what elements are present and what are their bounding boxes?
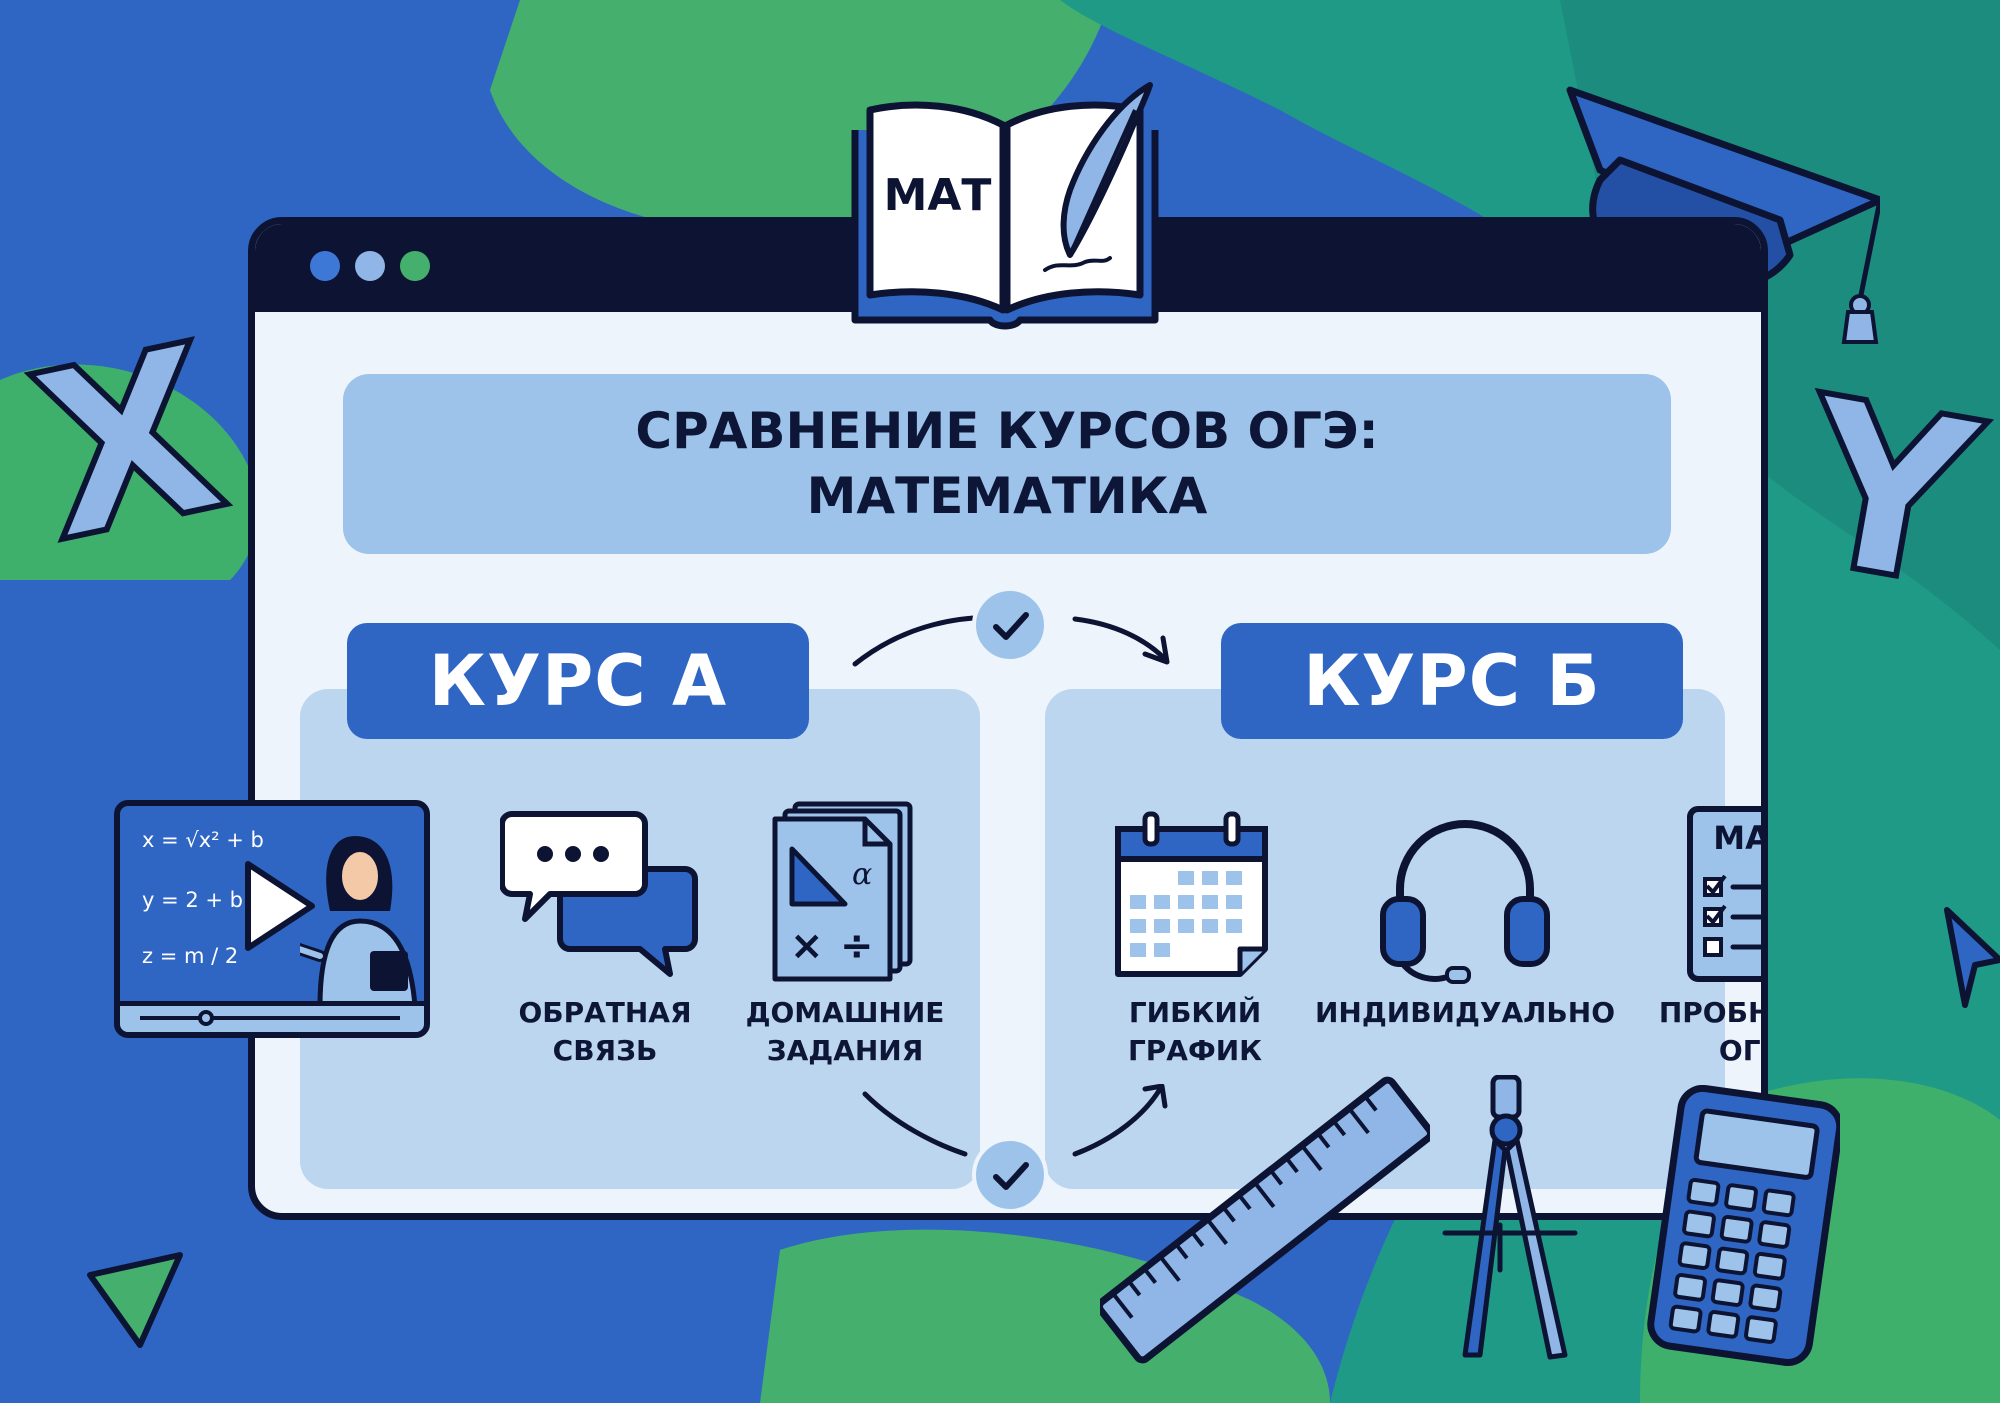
teacher-icon [300, 836, 418, 1006]
top-check-icon [972, 587, 1048, 663]
book-label: МАТ [883, 170, 992, 221]
feature-label-mock-exams: ПРОБНИКИ ОГЭ [1658, 996, 1761, 1067]
svg-text:×: × [790, 923, 824, 969]
headphones-icon [1380, 820, 1550, 984]
feature-label-homework: ДОМАШНИЕ ЗАДАНИЯ [745, 996, 945, 1067]
calendar-icon [1115, 811, 1268, 977]
play-icon[interactable] [240, 856, 320, 956]
test-sheet-icon [1687, 806, 1761, 982]
course-b-tab[interactable]: КУРС Б [1221, 623, 1683, 739]
video-formula-3: z = m / 2 [142, 944, 239, 968]
video-lesson-card[interactable]: x = √x² + b y = 2 + b / 2 z = m / 2 [114, 800, 430, 1038]
ruler-icon [1100, 1076, 1430, 1364]
compass-icon [1442, 1075, 1578, 1360]
video-scrubber[interactable] [198, 1010, 214, 1026]
feature-label-flexible-schedule: ГИБКИЙ ГРАФИК [1127, 996, 1263, 1067]
feature-label-feedback: ОБРАТНАЯ СВЯЗЬ [518, 996, 692, 1067]
triangle-decoration [87, 1252, 183, 1348]
window-dot-light-blue[interactable] [355, 251, 385, 281]
cursor-arrow-icon [1944, 907, 2000, 1008]
bottom-connector-arrow [862, 1084, 1168, 1157]
svg-text:α: α [852, 857, 872, 892]
window-dot-blue[interactable] [310, 251, 340, 281]
video-progress-bar[interactable] [120, 1001, 424, 1032]
feature-label-individual: ИНДИВИДУАЛЬНО [1314, 996, 1616, 1029]
svg-text:÷: ÷ [840, 923, 874, 969]
chat-bubbles-icon [500, 811, 698, 977]
calculator-icon [1647, 1085, 1840, 1366]
browser-window: СРАВНЕНИЕ КУРСОВ ОГЭ: МАТЕМАТИКА КУРС А … [248, 217, 1768, 1220]
course-a-tab[interactable]: КУРС А [347, 623, 809, 739]
open-book-icon [851, 82, 1159, 330]
bottom-check-icon [972, 1137, 1048, 1213]
window-dot-green[interactable] [400, 251, 430, 281]
page-title: СРАВНЕНИЕ КУРСОВ ОГЭ: МАТЕМАТИКА [635, 402, 1379, 525]
homework-sheets-icon: α × ÷ [772, 801, 913, 982]
video-formula-1: x = √x² + b [142, 828, 264, 852]
test-sheet-label: МАТ [1713, 819, 1768, 857]
title-banner: СРАВНЕНИЕ КУРСОВ ОГЭ: МАТЕМАТИКА [343, 374, 1671, 554]
